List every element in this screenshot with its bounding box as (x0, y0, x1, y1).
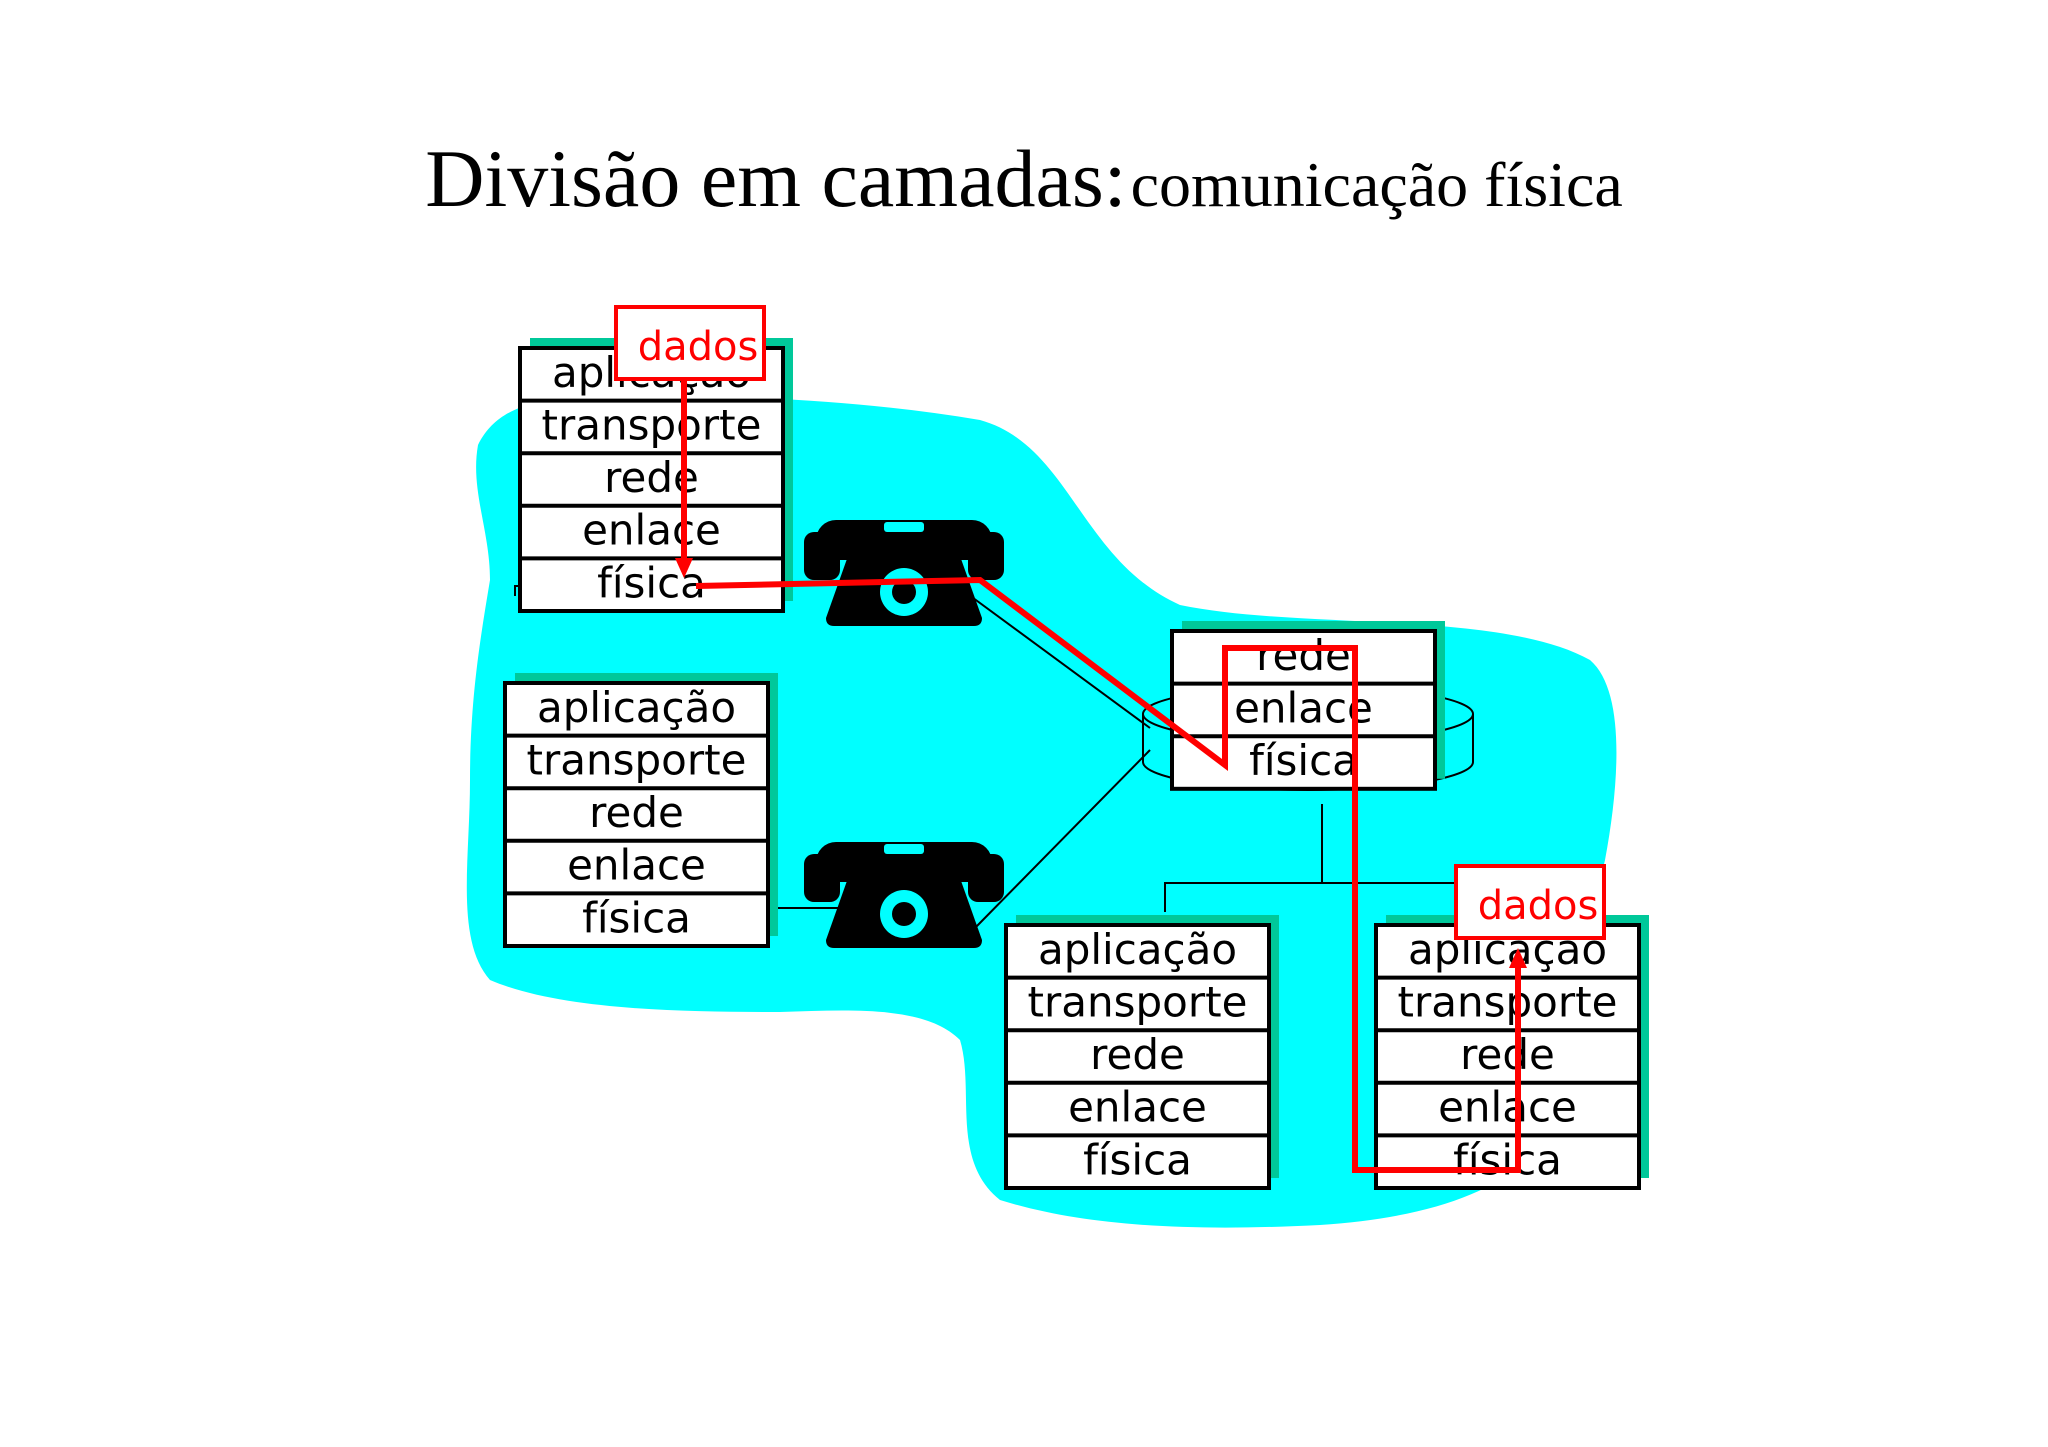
stack-frame (1170, 629, 1437, 791)
layer-label: rede (1090, 1030, 1185, 1079)
stack-frame (503, 681, 770, 948)
data-path (675, 380, 1527, 1173)
layer-label: transporte (527, 736, 747, 785)
layer-label: enlace (567, 841, 706, 890)
stack-frame (1004, 923, 1271, 1190)
data-label-sender: dados (638, 324, 759, 370)
stack-frame (1374, 923, 1641, 1190)
arrowhead (1509, 948, 1527, 968)
layer-label: transporte (1398, 978, 1618, 1027)
layer-label: física (1083, 1135, 1192, 1184)
layer-label: aplicação (1038, 925, 1237, 974)
layer-label: rede (1256, 631, 1351, 680)
telephone-icon (804, 842, 1004, 948)
data-path-segment (695, 576, 1521, 1173)
telephone-icon (804, 520, 1004, 626)
layer-label: rede (1460, 1030, 1555, 1079)
title-sub: comunicação física (1130, 149, 1623, 220)
link-phone-bottom-router (974, 749, 1151, 929)
layer-label: enlace (582, 506, 721, 555)
data-label-receiver: dados (1478, 883, 1599, 929)
layer-label: física (597, 558, 706, 607)
stack-frame (518, 346, 785, 613)
layer-label: física (1453, 1135, 1562, 1184)
layer-label: aplicação (537, 683, 736, 732)
data-box-sender: dados (614, 305, 766, 381)
layer-label: transporte (1028, 978, 1248, 1027)
layer-label: física (1249, 736, 1358, 785)
title-main: Divisão em camadas: (425, 133, 1127, 224)
layer-label: enlace (1438, 1083, 1577, 1132)
arrowhead (675, 558, 693, 578)
layer-label: transporte (542, 401, 762, 450)
layer-label: enlace (1234, 684, 1373, 733)
layer-label: rede (589, 788, 684, 837)
slide-title: Divisão em camadas: comunicação física (0, 132, 2048, 226)
link-phone-top-router (964, 591, 1151, 729)
data-box-receiver: dados (1454, 864, 1606, 940)
layer-label: enlace (1068, 1083, 1207, 1132)
layer-label: física (582, 893, 691, 942)
